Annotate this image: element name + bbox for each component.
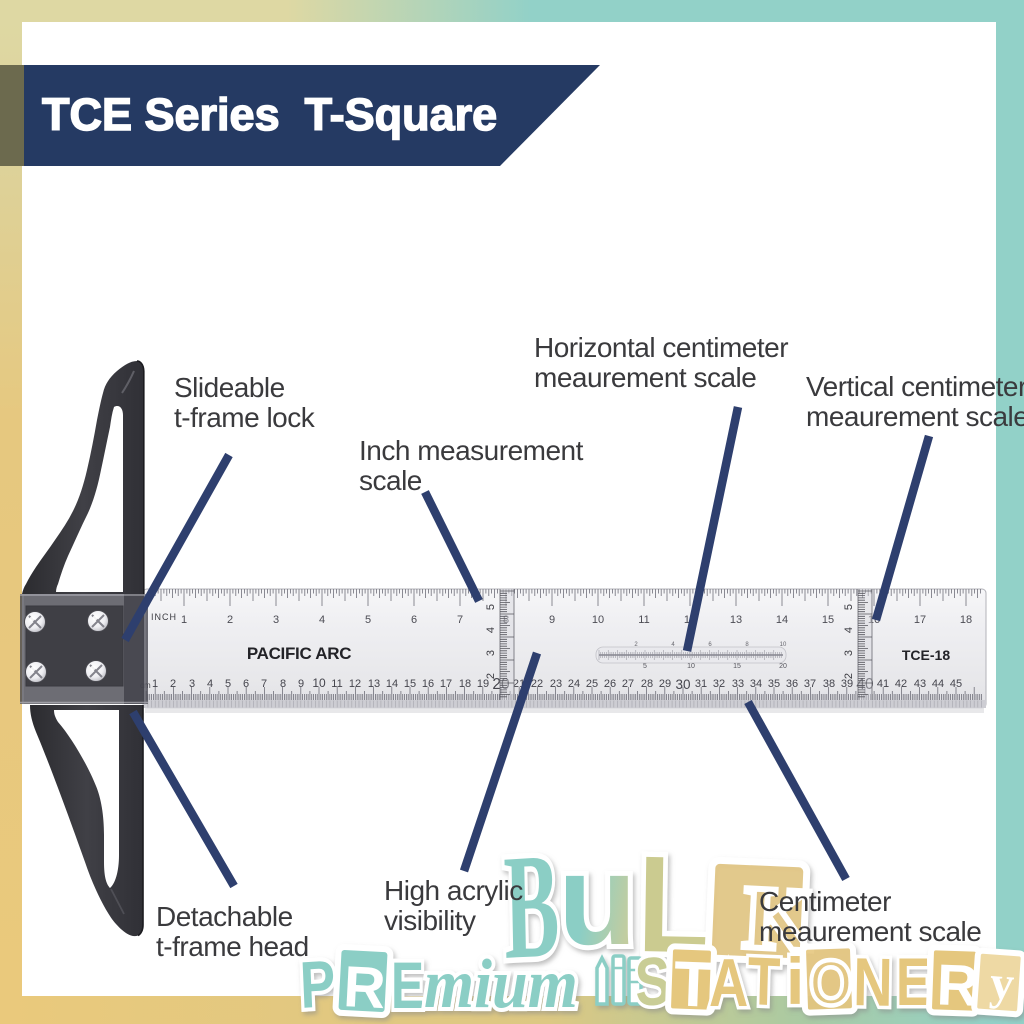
svg-text:10: 10: [312, 676, 326, 690]
svg-text:E: E: [896, 944, 930, 1020]
svg-text:24: 24: [568, 678, 580, 690]
svg-text:8: 8: [280, 678, 286, 690]
svg-text:15: 15: [822, 614, 834, 626]
svg-text:18: 18: [459, 678, 471, 690]
svg-text:5: 5: [365, 614, 371, 626]
svg-text:38: 38: [823, 678, 835, 690]
svg-text:6: 6: [243, 678, 249, 690]
svg-text:16: 16: [422, 678, 434, 690]
svg-text:22: 22: [531, 678, 543, 690]
svg-text:5: 5: [485, 604, 497, 610]
svg-text:35: 35: [768, 678, 780, 690]
svg-text:3: 3: [273, 614, 279, 626]
svg-text:2: 2: [227, 614, 233, 626]
svg-text:9: 9: [549, 614, 555, 626]
svg-text:18: 18: [960, 614, 972, 626]
svg-text:1: 1: [152, 678, 158, 690]
svg-text:23: 23: [550, 678, 562, 690]
svg-text:45: 45: [950, 678, 962, 690]
svg-text:10: 10: [592, 614, 604, 626]
svg-text:28: 28: [641, 678, 653, 690]
svg-text:N: N: [853, 944, 893, 1021]
svg-text:20: 20: [492, 676, 510, 693]
svg-text:TCE-18: TCE-18: [902, 647, 950, 663]
svg-text:32: 32: [713, 678, 725, 690]
svg-text:37: 37: [804, 678, 816, 690]
svg-text:2: 2: [843, 673, 855, 679]
svg-text:26: 26: [604, 678, 616, 690]
svg-text:5: 5: [643, 663, 647, 670]
svg-text:B: B: [502, 822, 560, 991]
svg-text:42: 42: [895, 678, 907, 690]
svg-text:11: 11: [638, 614, 649, 626]
svg-text:8: 8: [745, 642, 749, 648]
svg-text:E: E: [391, 949, 424, 1023]
svg-text:41: 41: [877, 678, 889, 690]
svg-text:7: 7: [457, 614, 463, 626]
svg-text:14: 14: [776, 614, 788, 626]
svg-text:y: y: [988, 956, 1016, 1011]
svg-text:O: O: [809, 947, 853, 1019]
svg-text:2: 2: [485, 673, 497, 679]
svg-text:12: 12: [349, 678, 361, 690]
svg-text:19: 19: [477, 678, 489, 690]
svg-text:6: 6: [708, 642, 712, 648]
svg-text:4: 4: [843, 627, 855, 633]
svg-text:30: 30: [675, 677, 690, 692]
svg-text:u: u: [558, 828, 637, 972]
svg-text:4: 4: [319, 614, 325, 626]
svg-text:4: 4: [671, 642, 675, 648]
svg-text:3: 3: [485, 650, 497, 656]
svg-text:15: 15: [404, 678, 416, 690]
svg-text:39: 39: [841, 678, 853, 690]
svg-text:5: 5: [225, 678, 231, 690]
svg-text:mium: mium: [424, 945, 578, 1023]
svg-text:6: 6: [411, 614, 417, 626]
svg-text:7: 7: [261, 678, 267, 690]
svg-text:44: 44: [932, 678, 944, 690]
svg-text:15: 15: [733, 663, 741, 670]
svg-text:36: 36: [786, 678, 798, 690]
svg-text:34: 34: [750, 678, 762, 690]
svg-text:A: A: [709, 945, 748, 1021]
svg-text:9: 9: [298, 678, 304, 690]
svg-text:43: 43: [914, 678, 926, 690]
svg-text:2: 2: [170, 678, 176, 690]
svg-text:13: 13: [368, 678, 380, 690]
svg-text:20: 20: [779, 663, 787, 670]
svg-text:4: 4: [485, 627, 497, 633]
svg-text:25: 25: [586, 678, 598, 690]
svg-text:PACIFIC ARC: PACIFIC ARC: [247, 644, 351, 663]
svg-text:P: P: [299, 946, 337, 1022]
svg-text:R: R: [342, 954, 387, 1021]
svg-text:14: 14: [386, 678, 398, 690]
svg-text:29: 29: [659, 678, 671, 690]
svg-text:T: T: [747, 943, 781, 1020]
svg-text:2: 2: [634, 642, 638, 648]
svg-text:40: 40: [856, 676, 874, 693]
svg-text:13: 13: [730, 614, 742, 626]
svg-text:5: 5: [843, 604, 855, 610]
svg-text:27: 27: [622, 678, 634, 690]
svg-text:31: 31: [695, 678, 707, 690]
svg-text:10: 10: [687, 663, 695, 670]
svg-text:17: 17: [914, 614, 926, 626]
svg-text:10: 10: [780, 642, 787, 648]
svg-text:8: 8: [503, 614, 509, 626]
svg-text:3: 3: [189, 678, 195, 690]
svg-text:11: 11: [331, 678, 342, 690]
svg-text:INCH: INCH: [151, 612, 177, 622]
svg-text:1: 1: [181, 614, 187, 626]
svg-text:4: 4: [207, 678, 213, 690]
svg-text:17: 17: [440, 678, 452, 690]
svg-text:3: 3: [843, 650, 855, 656]
svg-text:33: 33: [732, 678, 744, 690]
svg-text:T: T: [673, 947, 715, 1020]
